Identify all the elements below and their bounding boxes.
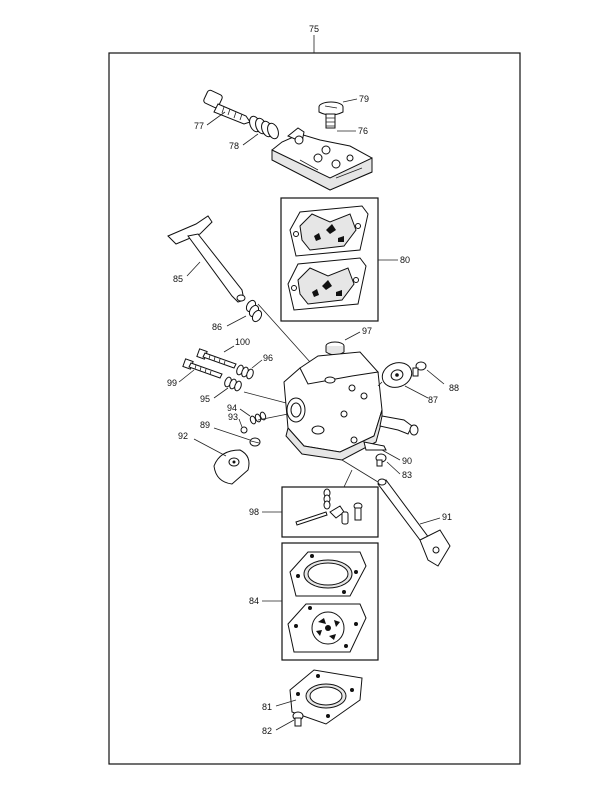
part-label-81: 81: [262, 702, 272, 712]
part-label-94: 94: [227, 403, 237, 413]
part-label-99: 99: [167, 378, 177, 388]
part-label-77: 77: [194, 121, 204, 131]
part-80-box: [280, 197, 379, 322]
part-77-adjust-screw: [203, 89, 251, 125]
part-79-screw: [318, 101, 344, 129]
part-label-86: 86: [212, 322, 222, 332]
part-76-cover: [271, 127, 373, 191]
part-97-cap: [325, 341, 345, 356]
part-84-diaphragm: [287, 603, 367, 653]
part-label-80: 80: [400, 255, 410, 265]
part-label-75: 75: [309, 24, 319, 34]
part-label-83: 83: [402, 470, 412, 480]
part-label-79: 79: [359, 94, 369, 104]
part-81-cover: [289, 669, 363, 725]
part-98-needle-kit: [295, 488, 363, 526]
part-label-90: 90: [402, 456, 412, 466]
part-90-clip: [363, 441, 387, 451]
part-92-diaphragm: [213, 449, 250, 485]
part-label-97: 97: [362, 326, 372, 336]
part-label-96: 96: [263, 353, 273, 363]
part-93-ball: [240, 426, 248, 434]
part-label-92: 92: [178, 431, 188, 441]
part-87-plate: [381, 362, 413, 388]
carburetor-body: [283, 351, 383, 461]
part-label-88: 88: [449, 383, 459, 393]
part-label-89: 89: [200, 420, 210, 430]
part-label-78: 78: [229, 141, 239, 151]
part-label-100: 100: [235, 337, 250, 347]
assembly-frame: [108, 52, 521, 765]
part-96-spring: [236, 364, 254, 380]
body-fitting: [379, 415, 419, 436]
part-100-needle: [196, 348, 237, 369]
part-80-gasket-upper: [289, 205, 369, 257]
part-label-84: 84: [249, 596, 259, 606]
part-80-gasket-lower: [287, 257, 367, 311]
part-91-throttle-shaft: [377, 478, 451, 567]
part-89-screw: [249, 437, 261, 447]
part-label-98: 98: [249, 507, 259, 517]
part-84-box: [281, 542, 379, 661]
part-label-87: 87: [428, 395, 438, 405]
part-label-95: 95: [200, 394, 210, 404]
part-86-spring: [245, 299, 263, 323]
part-83-screw: [375, 453, 387, 467]
part-78-spring: [249, 115, 279, 140]
part-82-screw: [292, 711, 304, 727]
part-label-85: 85: [173, 274, 183, 284]
part-84-gasket: [289, 551, 367, 597]
part-label-76: 76: [358, 126, 368, 136]
part-88-screw: [412, 361, 427, 377]
part-label-91: 91: [442, 512, 452, 522]
part-94-spring: [249, 411, 267, 425]
part-label-82: 82: [262, 726, 272, 736]
part-85-lever: [167, 215, 246, 303]
part-99-needle: [182, 358, 223, 379]
part-label-93: 93: [228, 412, 238, 422]
part-95-spring: [224, 376, 242, 392]
